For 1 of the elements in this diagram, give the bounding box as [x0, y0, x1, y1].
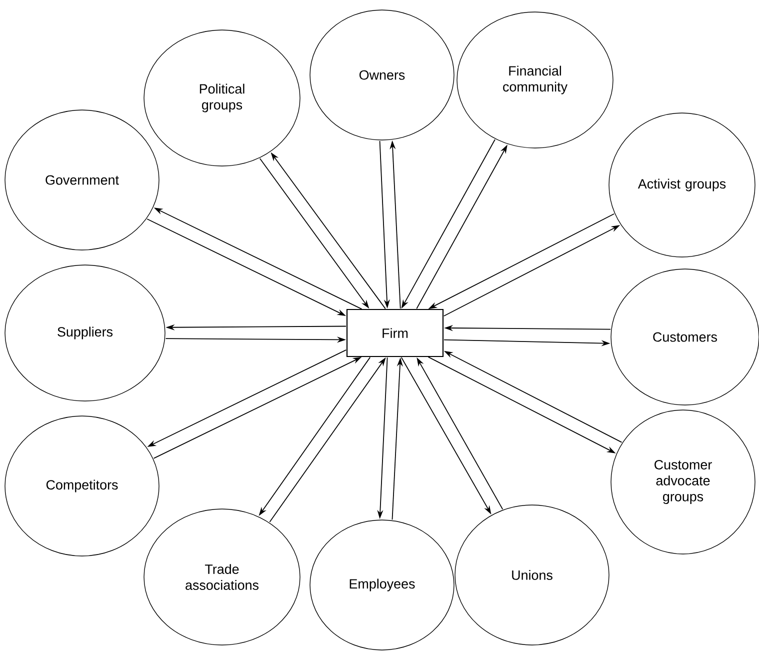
process-box: Firm	[346, 308, 444, 358]
